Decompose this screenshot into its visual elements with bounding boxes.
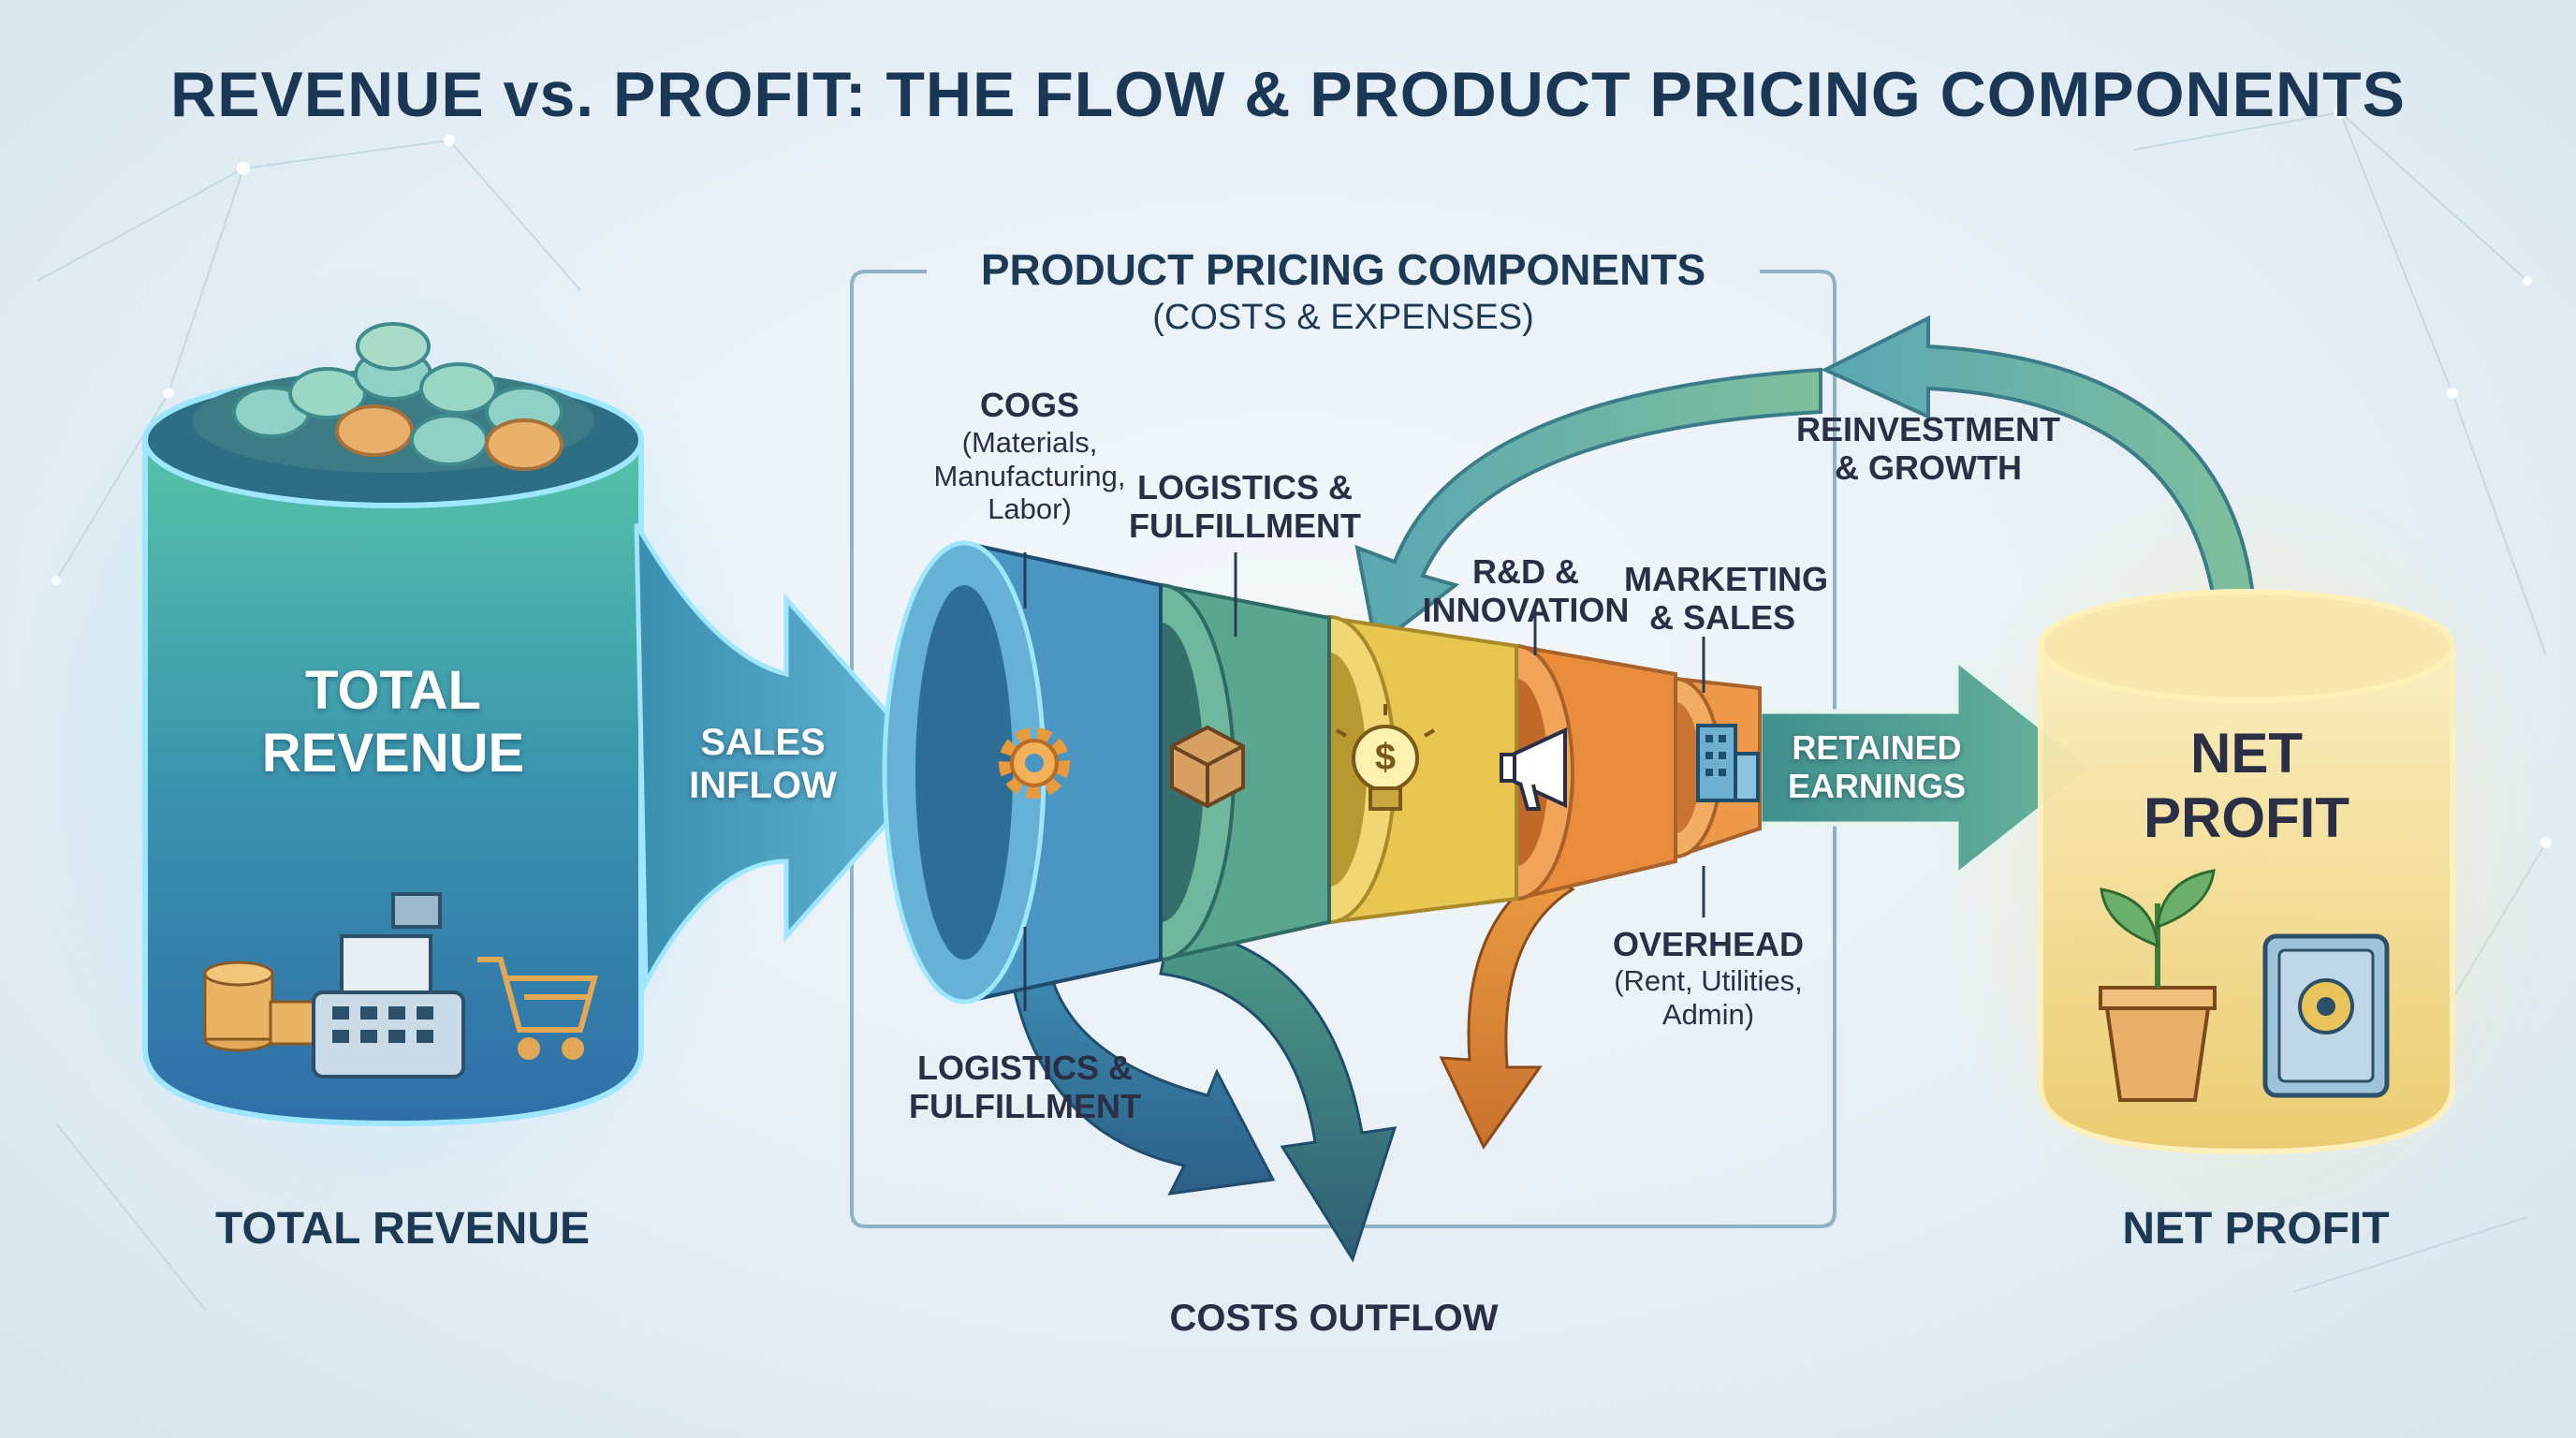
plant-pot-icon	[2099, 869, 2217, 1102]
safe-icon	[2262, 933, 2390, 1098]
reinvestment-label: REINVESTMENT & GROWTH	[1795, 410, 2061, 488]
sales-inflow-label: SALES INFLOW	[689, 722, 837, 806]
profit-tank-label: NET PROFIT	[2144, 722, 2349, 849]
profit-caption: NET PROFIT	[2122, 1204, 2390, 1254]
lower-logistics-label: LOGISTICS & FULFILLMENT	[909, 1049, 1141, 1126]
shopping-cart-icon	[477, 957, 598, 1060]
page-title: REVENUE vs. PROFIT: THE FLOW & PRODUCT P…	[169, 59, 2407, 130]
profit-tank	[2038, 589, 2455, 1155]
building-icon	[1696, 724, 1760, 802]
megaphone-icon	[1500, 726, 1567, 811]
revenue-tank-label: TOTAL REVENUE	[261, 660, 525, 784]
retained-earnings-arrow	[1757, 654, 2097, 881]
reinvestment-arrow	[1821, 315, 2259, 648]
leader-lines	[1023, 552, 1705, 1011]
cogs-outflow-arrow	[1009, 962, 1276, 1196]
cogs-detail: (Materials, Manufacturing, Labor)	[933, 426, 1126, 526]
package-icon	[1170, 725, 1245, 809]
gear-icon	[999, 727, 1070, 799]
cash-register-icon	[312, 892, 465, 1078]
marketing-title: MARKETING & SALES	[1624, 560, 1828, 638]
revenue-caption: TOTAL REVENUE	[214, 1204, 591, 1254]
cogs-funnel	[882, 540, 1163, 1005]
cogs-title: COGS	[979, 386, 1079, 424]
pricing-subheader: (COSTS & EXPENSES)	[1152, 298, 1534, 337]
lightbulb-dollar-icon: $	[1335, 704, 1436, 811]
logistics-outflow-arrow	[1159, 925, 1398, 1263]
svg-text:$: $	[1375, 737, 1396, 778]
rnd-outflow-arrow	[1439, 869, 1575, 1150]
pricing-header: PRODUCT PRICING COMPONENTS	[980, 245, 1706, 294]
logistics-title: LOGISTICS & FULFILLMENT	[1129, 468, 1361, 546]
overhead-title: OVERHEAD	[1612, 925, 1805, 963]
coins-pile	[192, 322, 594, 473]
retained-earnings-label: RETAINED EARNINGS	[1787, 728, 1967, 806]
rnd-title: R&D & INNOVATION	[1422, 552, 1630, 630]
coin-stack-icon	[203, 961, 319, 1052]
overhead-detail: (Rent, Utilities, Admin)	[1614, 964, 1803, 1031]
costs-outflow-label: COSTS OUTFLOW	[1169, 1298, 1499, 1339]
